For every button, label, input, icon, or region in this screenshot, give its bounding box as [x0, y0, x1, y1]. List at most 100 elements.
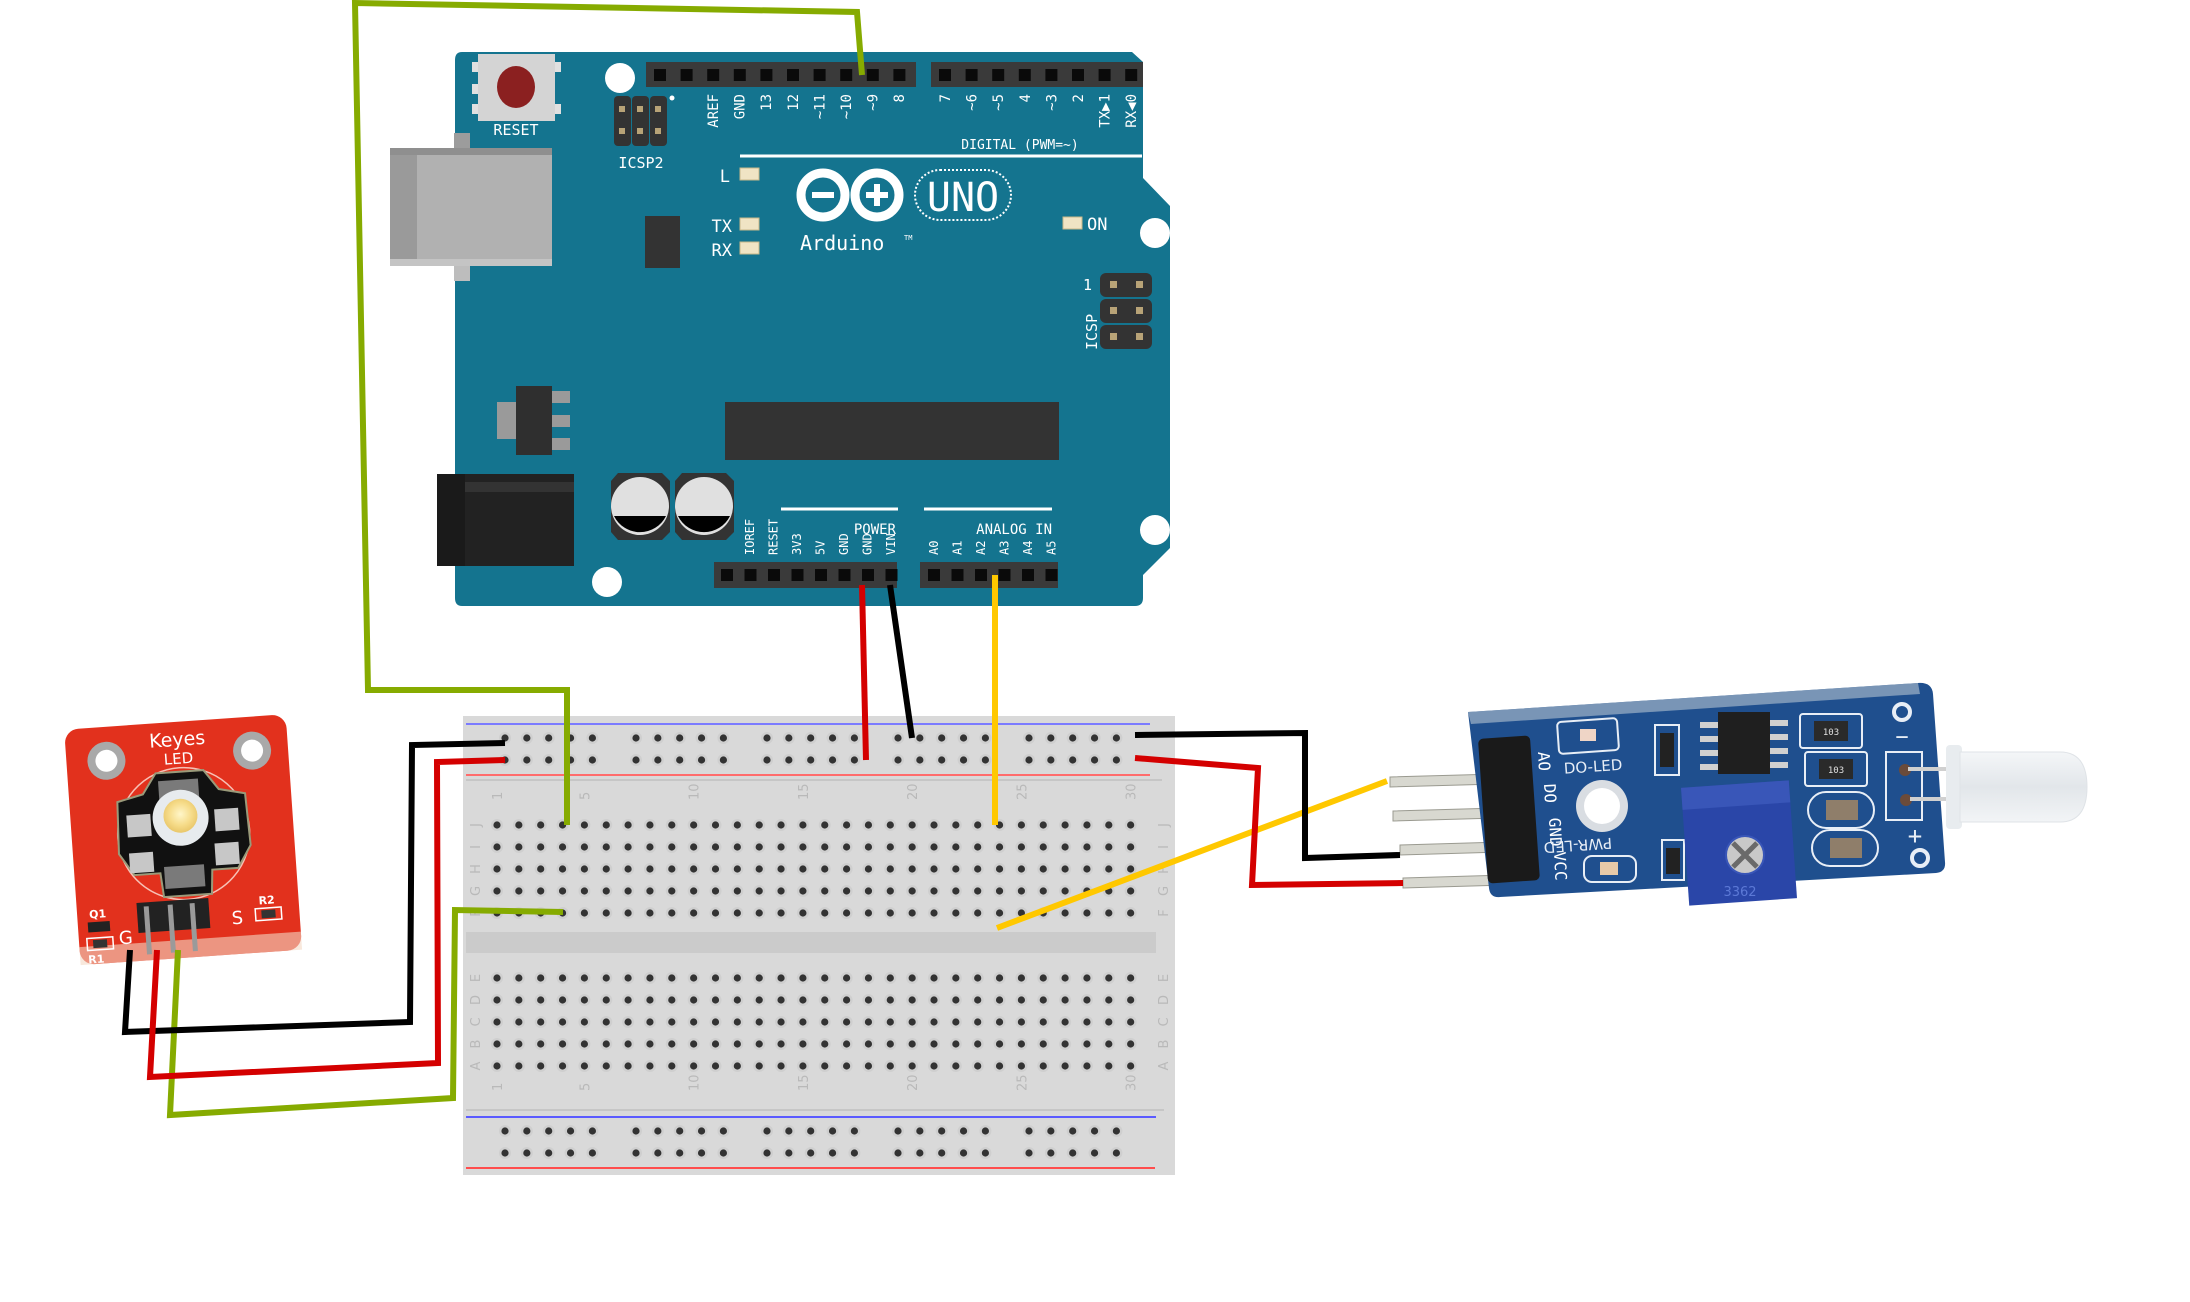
- breadboard-hole[interactable]: [733, 1018, 741, 1026]
- breadboard-hole[interactable]: [799, 1040, 807, 1048]
- breadboard-hole[interactable]: [668, 909, 676, 917]
- breadboard-hole[interactable]: [755, 909, 763, 917]
- rail-hole[interactable]: [545, 1127, 553, 1135]
- breadboard-hole[interactable]: [1105, 865, 1113, 873]
- breadboard-hole[interactable]: [755, 843, 763, 851]
- breadboard-hole[interactable]: [711, 1062, 720, 1070]
- breadboard-hole[interactable]: [1061, 821, 1069, 829]
- breadboard-hole[interactable]: [864, 996, 873, 1004]
- breadboard-hole[interactable]: [864, 865, 873, 873]
- breadboard-hole[interactable]: [821, 821, 829, 829]
- breadboard-hole[interactable]: [646, 821, 654, 829]
- rail-hole[interactable]: [632, 1127, 640, 1135]
- breadboard-hole[interactable]: [995, 887, 1004, 895]
- breadboard-hole[interactable]: [1083, 1018, 1091, 1026]
- breadboard-hole[interactable]: [1083, 974, 1091, 982]
- breadboard-hole[interactable]: [711, 1018, 720, 1026]
- rail-hole[interactable]: [1112, 756, 1120, 764]
- rail-hole[interactable]: [719, 1127, 728, 1135]
- breadboard-hole[interactable]: [1127, 1062, 1135, 1070]
- breadboard-hole[interactable]: [908, 887, 916, 895]
- rail-hole[interactable]: [1047, 1127, 1055, 1135]
- breadboard-hole[interactable]: [624, 865, 632, 873]
- rail-hole[interactable]: [916, 756, 924, 764]
- rail-hole[interactable]: [938, 734, 946, 742]
- breadboard-hole[interactable]: [799, 887, 807, 895]
- breadboard-hole[interactable]: [1017, 887, 1025, 895]
- breadboard-hole[interactable]: [995, 974, 1004, 982]
- breadboard-hole[interactable]: [1017, 821, 1025, 829]
- breadboard-hole[interactable]: [602, 843, 610, 851]
- breadboard-hole[interactable]: [930, 996, 938, 1004]
- rail-hole[interactable]: [697, 756, 706, 764]
- rail-hole[interactable]: [807, 1127, 815, 1135]
- breadboard-hole[interactable]: [602, 909, 610, 917]
- breadboard-hole[interactable]: [580, 974, 589, 982]
- breadboard-hole[interactable]: [733, 887, 741, 895]
- wire-ground[interactable]: [887, 584, 915, 739]
- rail-hole[interactable]: [785, 734, 793, 742]
- rail-hole[interactable]: [763, 1149, 771, 1157]
- breadboard-hole[interactable]: [777, 821, 785, 829]
- breadboard-hole[interactable]: [537, 996, 545, 1004]
- breadboard-hole[interactable]: [493, 1040, 501, 1048]
- rail-hole[interactable]: [501, 1149, 509, 1157]
- breadboard-hole[interactable]: [580, 909, 589, 917]
- breadboard-hole[interactable]: [1127, 1040, 1135, 1048]
- breadboard-hole[interactable]: [668, 887, 676, 895]
- breadboard-hole[interactable]: [908, 1062, 916, 1070]
- header-pin[interactable]: [975, 569, 987, 581]
- breadboard-hole[interactable]: [558, 1018, 567, 1026]
- breadboard-hole[interactable]: [558, 974, 567, 982]
- header-pin[interactable]: [951, 569, 964, 581]
- breadboard-hole[interactable]: [974, 821, 982, 829]
- breadboard-hole[interactable]: [799, 974, 807, 982]
- rail-hole[interactable]: [916, 1127, 924, 1135]
- breadboard-hole[interactable]: [930, 974, 938, 982]
- breadboard-hole[interactable]: [974, 887, 982, 895]
- rail-hole[interactable]: [894, 1127, 902, 1135]
- rail-hole[interactable]: [1069, 734, 1077, 742]
- breadboard-hole[interactable]: [558, 865, 567, 873]
- rail-hole[interactable]: [894, 1149, 902, 1157]
- rail-hole[interactable]: [938, 1149, 946, 1157]
- rail-hole[interactable]: [523, 1149, 531, 1157]
- breadboard-hole[interactable]: [864, 821, 873, 829]
- rail-hole[interactable]: [959, 734, 968, 742]
- breadboard-hole[interactable]: [1105, 1062, 1113, 1070]
- header-pin[interactable]: [1022, 569, 1034, 581]
- breadboard-hole[interactable]: [733, 996, 741, 1004]
- breadboard-hole[interactable]: [843, 887, 851, 895]
- breadboard-hole[interactable]: [952, 821, 960, 829]
- breadboard-hole[interactable]: [493, 887, 501, 895]
- breadboard-hole[interactable]: [1105, 909, 1113, 917]
- breadboard-hole[interactable]: [711, 843, 720, 851]
- breadboard-hole[interactable]: [711, 996, 720, 1004]
- breadboard-hole[interactable]: [1105, 1040, 1113, 1048]
- breadboard-hole[interactable]: [908, 865, 916, 873]
- rail-hole[interactable]: [588, 756, 597, 764]
- breadboard-hole[interactable]: [1017, 909, 1025, 917]
- wire-sensor-gnd[interactable]: [1134, 729, 1401, 862]
- breadboard-hole[interactable]: [864, 1062, 873, 1070]
- rail-hole[interactable]: [981, 756, 990, 764]
- breadboard-hole[interactable]: [886, 1018, 894, 1026]
- rail-hole[interactable]: [545, 1149, 553, 1157]
- header-pin[interactable]: [838, 569, 851, 581]
- breadboard-hole[interactable]: [908, 821, 916, 829]
- breadboard-hole[interactable]: [995, 996, 1004, 1004]
- breadboard-hole[interactable]: [1039, 1040, 1047, 1048]
- breadboard-hole[interactable]: [777, 996, 785, 1004]
- breadboard-hole[interactable]: [668, 821, 676, 829]
- breadboard-hole[interactable]: [930, 843, 938, 851]
- rail-hole[interactable]: [1112, 1127, 1120, 1135]
- rail-hole[interactable]: [981, 734, 990, 742]
- breadboard-hole[interactable]: [602, 1018, 610, 1026]
- breadboard-hole[interactable]: [908, 974, 916, 982]
- breadboard-hole[interactable]: [668, 974, 676, 982]
- breadboard-hole[interactable]: [799, 865, 807, 873]
- rail-hole[interactable]: [523, 756, 531, 764]
- rail-hole[interactable]: [545, 756, 553, 764]
- breadboard-hole[interactable]: [908, 1040, 916, 1048]
- header-pin[interactable]: [862, 569, 874, 581]
